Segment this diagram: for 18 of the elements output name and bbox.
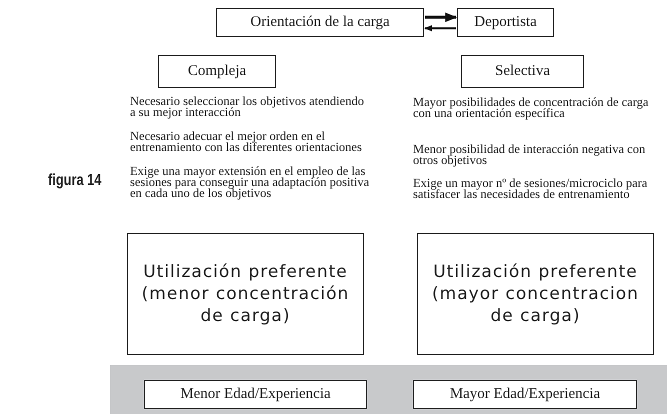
figure-label: figura 14 [48, 172, 102, 190]
background-band [110, 365, 667, 414]
note-text: Necesario seleccionar los objetivos atendiendo a su mejor interacción [130, 96, 365, 118]
age-box: Menor Edad/Experiencia [144, 380, 367, 409]
arrow [425, 12, 458, 22]
note-text: Necesario adecuar el mejor orden en el entrenamiento con las diferentes orientaciones [130, 131, 363, 153]
concept-box: Orientación de la carga [216, 8, 424, 37]
concept-box: Deportista [457, 8, 554, 37]
category-box: Selectiva [461, 55, 584, 88]
note-text: Exige una mayor extensión en el empleo de las sesiones para conseguir una adaptación positiva en cada uno de los objetivos [130, 166, 370, 199]
note-text: Mayor posibilidades de concentración de carga con una orientación específica [413, 97, 650, 119]
note-text: Exige un mayor nº de sesiones/microciclo para satisfacer las necesidades de entrenamiento [413, 178, 648, 200]
note-text: Menor posibilidad de interacción negativa con otros objetivos [413, 144, 646, 166]
category-box: Compleja [158, 55, 276, 88]
usage-box: Utilización preferente (mayor concentracion de carga) [417, 233, 654, 355]
usage-box: Utilización preferente (menor concentración de carga) [127, 233, 364, 355]
age-box: Mayor Edad/Experiencia [413, 380, 637, 409]
arrow [424, 25, 456, 32]
